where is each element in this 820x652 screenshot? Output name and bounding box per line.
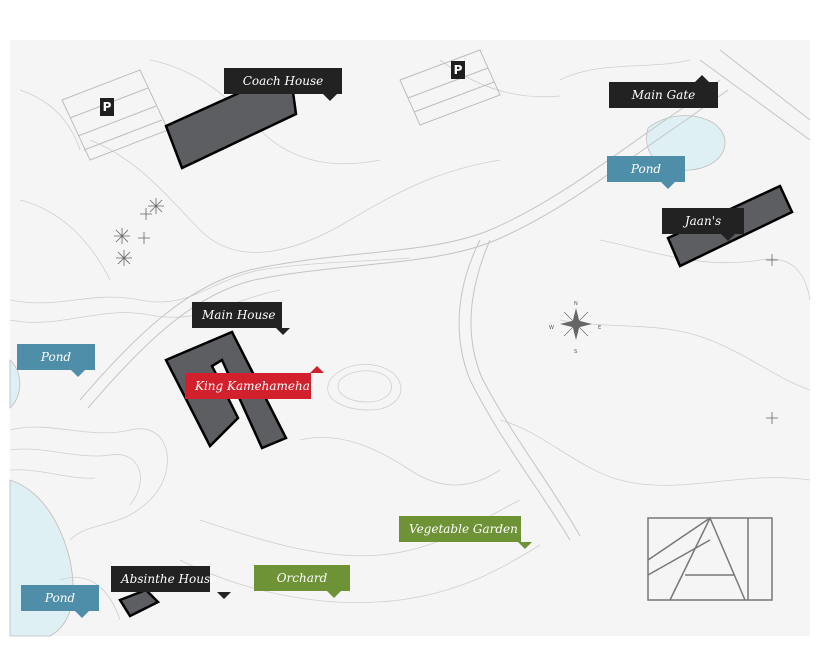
trees	[114, 198, 778, 424]
gate-road-edge	[719, 49, 811, 121]
label-text: Orchard	[276, 571, 328, 585]
tree-icon	[766, 412, 778, 424]
roads	[79, 49, 811, 541]
contour-line	[327, 363, 402, 411]
compass-south-label: S	[574, 349, 578, 355]
compass-east-label: E	[598, 325, 602, 331]
parking-icon: P	[451, 61, 465, 79]
main-house-building[interactable]	[164, 330, 288, 450]
label-text: Absinthe House	[121, 572, 218, 586]
label-jaans[interactable]: Jaan's	[662, 208, 744, 241]
label-pond-northeast[interactable]: Pond	[607, 156, 685, 189]
tree-icon	[140, 208, 152, 220]
tree-icon	[766, 254, 778, 266]
parking-stalls	[407, 67, 495, 113]
label-text: Pond	[44, 591, 76, 605]
label-pond-southwest[interactable]: Pond	[21, 585, 99, 618]
label-text: Vegetable Garden	[409, 522, 518, 536]
compass-west-label: W	[549, 325, 554, 331]
label-text: Coach House	[242, 74, 324, 88]
label-text: Jaan's	[684, 214, 722, 228]
contour-line	[337, 370, 393, 403]
main-drive	[79, 79, 721, 401]
contour-line	[559, 319, 811, 391]
contour-line	[9, 257, 411, 304]
compass-rose-icon	[560, 308, 592, 340]
label-text: Main House	[202, 308, 276, 322]
label-pond-west[interactable]: Pond	[17, 344, 95, 377]
tree-icon	[116, 250, 132, 266]
pond-west-water	[9, 359, 21, 409]
contour-line	[559, 59, 691, 81]
tree-icon	[148, 198, 164, 214]
main-drive-edge	[87, 89, 729, 409]
contour-line	[499, 419, 811, 486]
tree-icon	[114, 228, 130, 244]
contour-line	[599, 239, 811, 301]
service-road-edge	[470, 239, 581, 537]
label-orchard[interactable]: Orchard	[254, 565, 350, 598]
contour-line	[299, 436, 501, 486]
contour-lines	[9, 59, 811, 621]
label-text: Pond	[40, 350, 72, 364]
contour-line	[9, 469, 96, 479]
contour-line	[9, 426, 168, 541]
parking-lot-north	[399, 49, 501, 126]
contour-line	[179, 544, 541, 603]
label-text: Pond	[630, 162, 662, 176]
contour-line	[19, 89, 81, 151]
service-road	[458, 239, 571, 541]
label-text: King Kamehameha	[195, 379, 310, 393]
kau-logo-icon	[647, 516, 773, 601]
contour-line	[9, 448, 141, 506]
contour-line	[89, 139, 501, 253]
parking-lot-outline	[399, 49, 501, 126]
label-absinthe-house[interactable]: Absinthe House	[111, 566, 232, 599]
label-king-kamehameha[interactable]: King Kamehameha	[185, 366, 324, 399]
gate-road	[699, 59, 811, 141]
label-coach-house[interactable]: Coach House	[224, 68, 342, 101]
label-text: Main Gate	[631, 88, 696, 102]
logo-lines	[647, 516, 749, 601]
label-vegetable-garden[interactable]: Vegetable Garden	[399, 516, 532, 549]
label-main-gate[interactable]: Main Gate	[609, 75, 718, 108]
parking-icon: P	[100, 98, 114, 116]
tree-icon	[138, 232, 150, 244]
absinthe-house-building[interactable]	[118, 588, 161, 618]
compass-north-label: N	[574, 301, 578, 307]
contour-line	[19, 199, 111, 281]
label-main-house[interactable]: Main House	[192, 302, 290, 335]
